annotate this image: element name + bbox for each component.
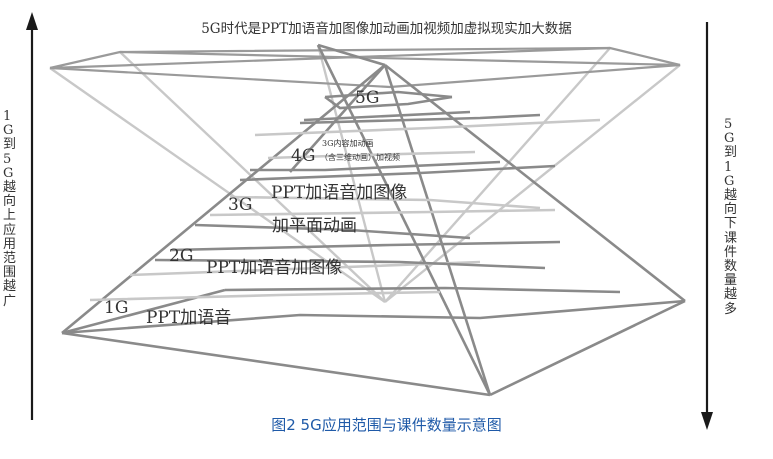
level-desc-4g-line1: 3G内容加动画 [322, 139, 374, 148]
figure-caption: 图2 5G应用范围与课件数量示意图 [271, 416, 502, 434]
level-label-2g: 2G [169, 246, 194, 266]
level-desc-3g-line1: PPT加语音加图像 [271, 183, 408, 203]
level-label-4g: 4G [291, 146, 316, 166]
level-bands [61, 90, 686, 335]
right-arrow [701, 22, 713, 430]
level-desc-3g-line2: 加平面动画 [272, 216, 357, 236]
level-desc-4g-line2: （含三维动画）加视频 [320, 153, 400, 162]
pyramid-edges [61, 43, 686, 397]
level-desc-2g: PPT加语音加图像 [206, 258, 343, 278]
level-label-1g: 1G [104, 298, 129, 318]
level-label-3g: 3G [228, 195, 253, 215]
top-rim [49, 46, 681, 89]
left-side-label: 1G到5G越向上应用范围越广 [3, 109, 17, 309]
top-caption: 5G时代是PPT加语音加图像加动画加视频加虚拟现实加大数据 [201, 21, 572, 37]
left-arrow [26, 12, 38, 420]
level-desc-1g: PPT加语音 [146, 308, 232, 328]
level-label-5g: 5G [355, 88, 380, 108]
right-side-label: 5G到1G越向下课件数量越多 [724, 117, 738, 317]
